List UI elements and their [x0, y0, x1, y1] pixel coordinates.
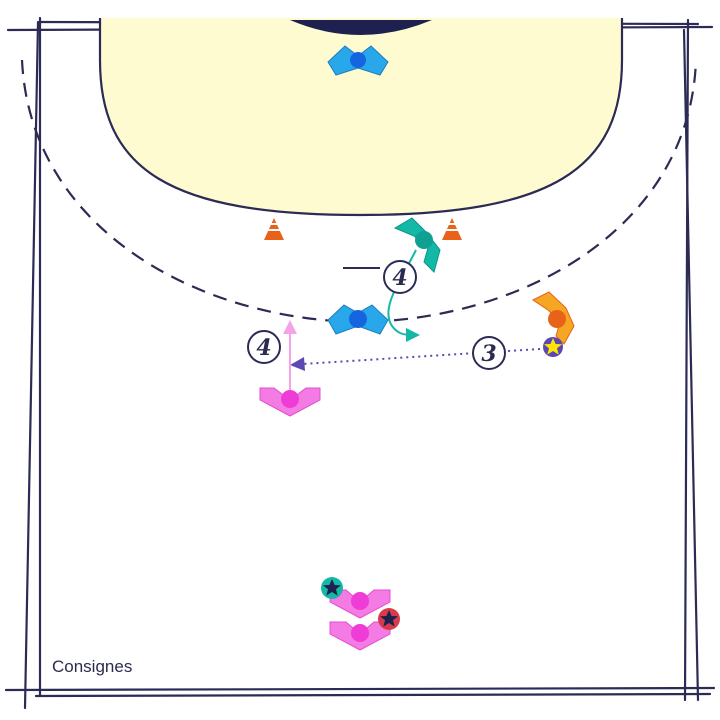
step-label-top: 4	[392, 265, 407, 291]
ball-star-icon	[321, 577, 343, 599]
step-badge-right: 3	[472, 336, 506, 370]
goalkeeper-icon	[327, 45, 389, 76]
ball-star-icon	[543, 337, 563, 357]
goal-area-inner	[110, 30, 612, 205]
goal	[290, 20, 432, 35]
attacker-pink-icon	[329, 589, 391, 619]
attacker-orange-icon	[532, 291, 575, 345]
cone-icon	[264, 218, 284, 240]
cone-icon	[442, 218, 462, 240]
pass-arrow	[290, 348, 541, 371]
ball-star-icon	[378, 608, 400, 630]
defender-icon	[327, 304, 389, 335]
attacker-green-icon	[393, 217, 441, 273]
consignes-caption: Consignes	[52, 657, 132, 676]
step-badge-top: 4	[383, 260, 417, 294]
move-arrow	[283, 320, 297, 390]
attacker-pink-icon	[259, 387, 321, 417]
step-label-left: 4	[256, 335, 271, 361]
step-label-right: 3	[481, 341, 496, 367]
step-badge-left: 4	[247, 330, 281, 364]
